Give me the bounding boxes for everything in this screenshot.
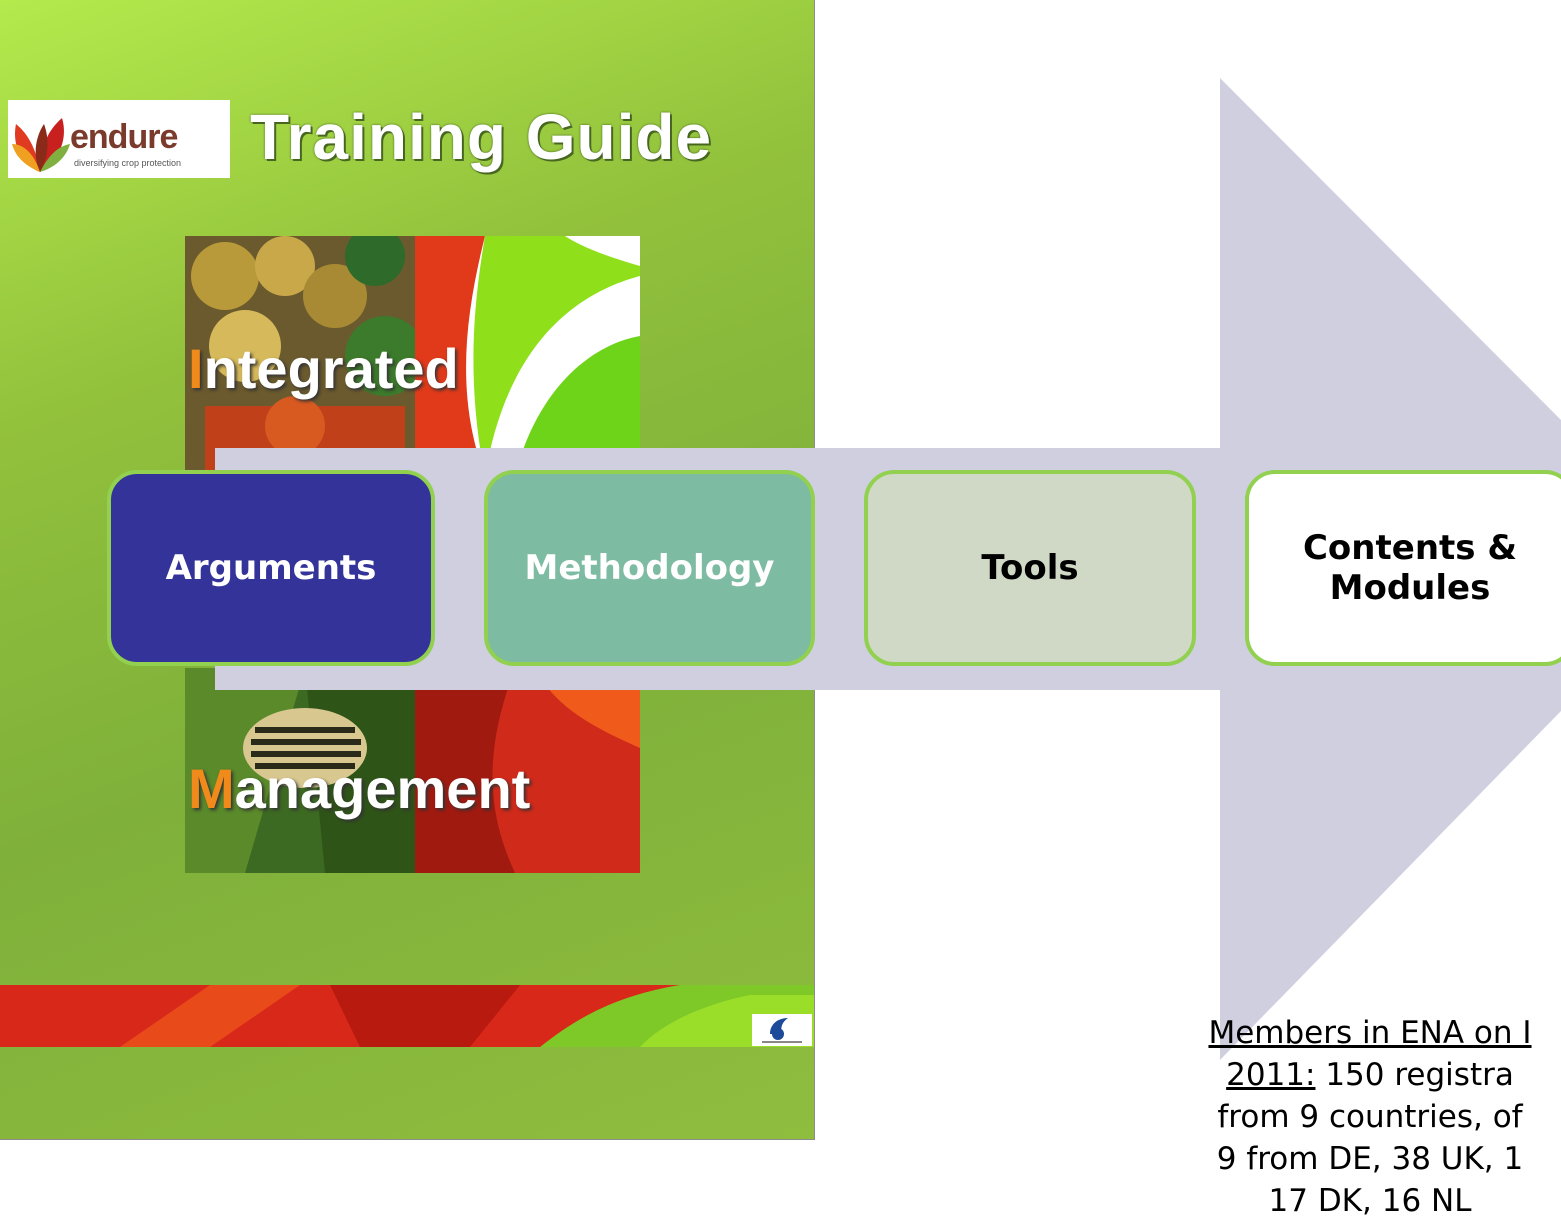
step-methodology[interactable]: Methodology bbox=[484, 470, 815, 666]
members-note-line-3: from 9 countries, of bbox=[1217, 1099, 1523, 1135]
members-note-line-2: 2011: 150 registra bbox=[1226, 1057, 1514, 1093]
members-note-line-1: Members in ENA on I bbox=[1208, 1015, 1532, 1051]
cover-color-stripe bbox=[0, 985, 814, 1047]
members-note-line-4: 9 from DE, 38 UK, 1 bbox=[1216, 1141, 1524, 1177]
vegetables-photo bbox=[185, 236, 640, 476]
beetle-photo bbox=[185, 668, 640, 873]
members-note-line-5: 17 DK, 16 NL bbox=[1268, 1183, 1472, 1219]
step-contents-label: Contents & Modules bbox=[1302, 528, 1517, 608]
logo-tagline: diversifying crop protection bbox=[74, 158, 182, 168]
step-contents-modules[interactable]: Contents & Modules bbox=[1245, 470, 1561, 666]
cover-title: Training Guide bbox=[250, 101, 713, 173]
step-arguments[interactable]: Arguments bbox=[107, 470, 435, 666]
endure-logo: endure diversifying crop protection bbox=[8, 100, 230, 178]
members-note: Members in ENA on I 2011: 150 registra f… bbox=[1090, 1012, 1561, 1222]
cover-word-integrated: Integrated bbox=[188, 337, 459, 400]
fp6-emblem-icon bbox=[762, 1018, 802, 1043]
step-tools[interactable]: Tools bbox=[864, 470, 1196, 666]
fp6-logo bbox=[752, 1014, 812, 1046]
leaf-logo-icon bbox=[12, 118, 70, 172]
cover-word-management: Management bbox=[188, 757, 531, 820]
logo-wordmark: endure bbox=[70, 118, 178, 156]
